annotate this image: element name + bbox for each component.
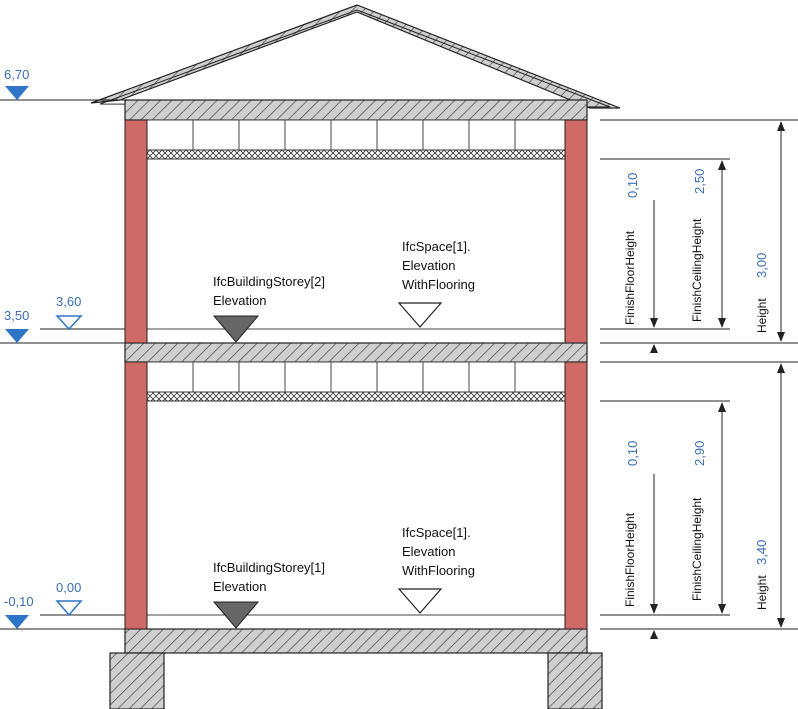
level-roof-value: 6,70	[4, 67, 29, 82]
column-right-lower	[564, 361, 588, 630]
ground-finish-floor-value: 0,10	[625, 441, 640, 466]
upper-finish-ceiling-label: FinishCeilingHeight	[690, 218, 704, 322]
level-upper-space-value: 3,60	[56, 294, 81, 309]
ground-storey-elevation-marker-icon	[212, 601, 260, 629]
ground-finish-ceiling-value: 2,90	[692, 441, 707, 466]
level-upper-storey-value: 3,50	[4, 308, 29, 323]
ground-space-label-line2: Elevation	[402, 544, 455, 559]
right-extension-lines	[600, 119, 798, 630]
upper-space-label-line3: WithFlooring	[402, 277, 475, 292]
ground-space-label-line1: IfcSpace[1].	[402, 525, 471, 540]
ground-finish-floor-label: FinishFloorHeight	[623, 512, 637, 607]
floor-finish-upper	[146, 328, 566, 344]
level-ground-storey-value: -0,10	[4, 594, 34, 609]
level-marker-ground-space-icon	[55, 600, 83, 617]
ground-finish-ceiling-label: FinishCeilingHeight	[690, 497, 704, 601]
ground-space-label-line3: WithFlooring	[402, 563, 475, 578]
upper-dimension-lines	[650, 121, 785, 353]
ground-space-elevation-marker-icon	[397, 588, 443, 614]
upper-storey-label-line2: Elevation	[213, 293, 266, 308]
ground-slab	[124, 628, 588, 654]
intermediate-slab	[124, 342, 588, 363]
upper-height-label: Height	[755, 298, 769, 333]
ground-dimension-lines	[650, 363, 785, 639]
ground-height-value: 3,40	[754, 540, 769, 565]
roof	[90, 4, 621, 109]
ground-storey-label-line1: IfcBuildingStorey[1]	[213, 560, 325, 575]
upper-space-label-line1: IfcSpace[1].	[402, 239, 471, 254]
level-marker-upper-storey-icon	[5, 329, 29, 343]
upper-joist-zone	[146, 119, 566, 160]
floor-finish-ground	[146, 614, 566, 630]
level-ground-space-value: 0,00	[56, 580, 81, 595]
level-marker-ground-storey-icon	[5, 615, 29, 629]
upper-space-elevation-marker-icon	[397, 302, 443, 328]
upper-finish-ceiling-value: 2,50	[692, 169, 707, 194]
upper-height-value: 3,00	[754, 253, 769, 278]
column-left-lower	[124, 361, 148, 630]
roof-slab	[124, 99, 588, 121]
upper-storey-elevation-marker-icon	[212, 315, 260, 343]
column-left-upper	[124, 119, 148, 344]
foundation-left	[109, 652, 165, 709]
ground-storey-label-line2: Elevation	[213, 579, 266, 594]
ground-height-label: Height	[755, 575, 769, 610]
upper-finish-floor-value: 0,10	[625, 173, 640, 198]
upper-finish-floor-label: FinishFloorHeight	[623, 230, 637, 325]
upper-space-label-line2: Elevation	[402, 258, 455, 273]
column-right-upper	[564, 119, 588, 344]
level-marker-roof-icon	[5, 86, 29, 100]
foundation-right	[547, 652, 603, 709]
ground-joist-zone	[146, 361, 566, 402]
level-marker-upper-space-icon	[55, 315, 83, 331]
upper-storey-label-line1: IfcBuildingStorey[2]	[213, 274, 325, 289]
